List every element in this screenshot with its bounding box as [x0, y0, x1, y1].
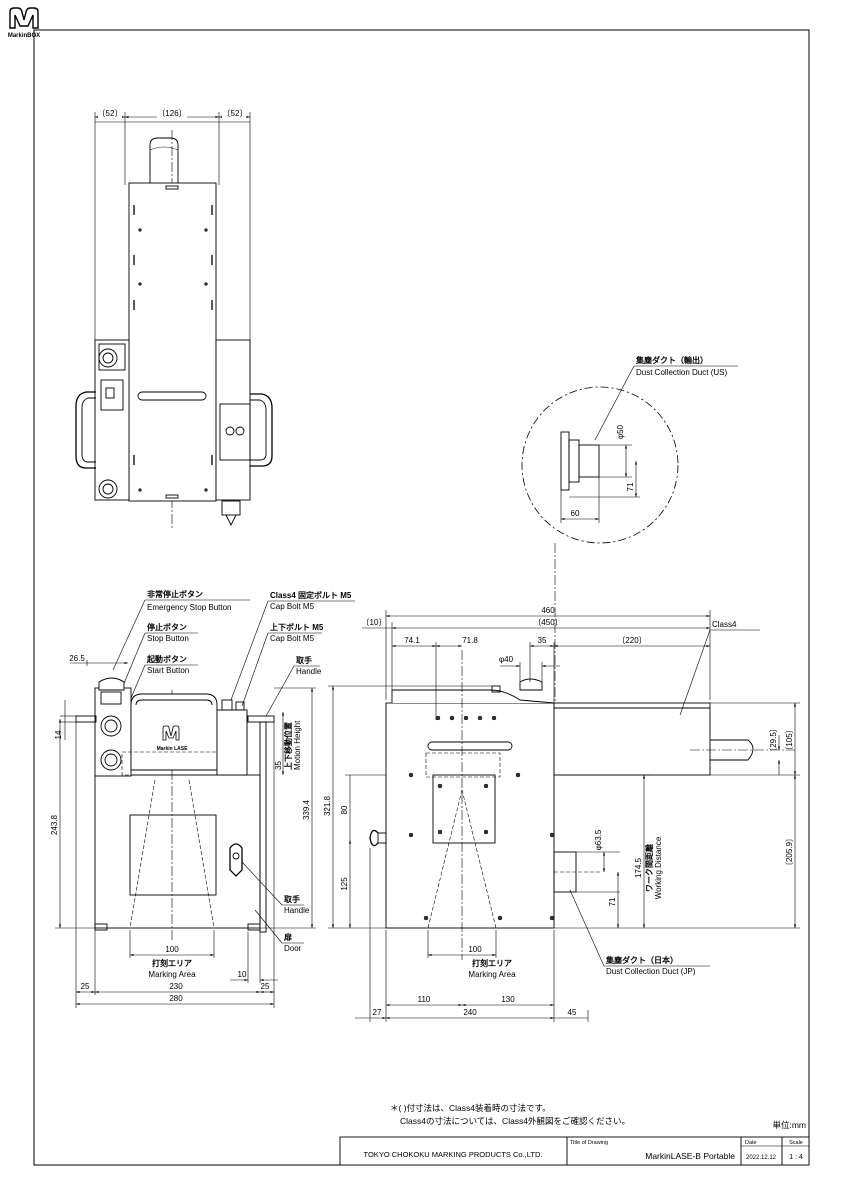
front-label-door-jp: 扉	[283, 932, 292, 942]
front-dim-230: 230	[169, 982, 183, 991]
front-base-box	[94, 774, 261, 929]
front-dim-243-8: 243.8	[50, 814, 59, 835]
front-label-emergency-en: Emergency Stop Button	[147, 603, 232, 612]
note-line-2: Class4の寸法については、Class4外観図をご確認ください。	[400, 1116, 630, 1126]
front-dim-339-4: 339.4	[302, 799, 311, 820]
note-line-1: ＊( )付寸法は、Class4装着時の寸法です。	[390, 1103, 551, 1113]
side-dim-321-8: 321.8	[323, 795, 332, 816]
front-dim-35: 35	[274, 761, 283, 770]
front-dim-25-left: 25	[81, 982, 90, 991]
top-dim-right: 〔52〕	[223, 109, 248, 118]
logo-mark-icon	[9, 7, 39, 29]
front-label-handle-en: Handle	[284, 906, 310, 915]
side-dim-10: 〔10〕	[362, 618, 387, 627]
side-dim-40: φ40	[499, 655, 514, 664]
side-dim-450: 〔450〕	[533, 618, 562, 627]
notes: ＊( )付寸法は、Class4装着時の寸法です。 Class4の寸法については、…	[390, 1103, 806, 1130]
front-label-updown-bolt-en: Cap Bolt M5	[270, 634, 315, 643]
side-dim-71-8: 71.8	[462, 636, 478, 645]
side-label-duct-jp-jp: 集塵ダクト（日本）	[605, 955, 678, 965]
front-dim-10: 10	[238, 970, 247, 979]
side-label-working-jp: ワーク間距離	[644, 844, 654, 892]
front-label-marking-jp: 打刻エリア	[152, 958, 192, 968]
front-label-marking-en: Marking Area	[148, 970, 196, 979]
front-view: 非常停止ボタン Emergency Stop Button 停止ボタン Stop…	[50, 589, 355, 1008]
unit-label: 単位:mm	[772, 1120, 806, 1130]
detail-circle: 集塵ダクト（輸出） Dust Collection Duct (US) φ50 …	[521, 355, 738, 710]
side-class4-box	[553, 702, 711, 776]
side-dim-240: 240	[463, 1008, 477, 1017]
top-dim-left: 〔52〕	[98, 109, 123, 118]
scale-value: 1 : 4	[789, 1154, 803, 1161]
side-main-body	[385, 702, 555, 929]
date-label: Date	[745, 1140, 757, 1146]
side-dim-460: 460	[541, 606, 555, 615]
side-label-class4: Class4	[712, 620, 737, 629]
side-dim-80: 80	[340, 805, 349, 814]
detail-dim-diameter: φ50	[616, 424, 625, 439]
side-label-working-en: Working Distance	[654, 836, 663, 899]
detail-label-jp: 集塵ダクト（輸出）	[635, 355, 708, 365]
logo-text: MarkinBOX	[8, 33, 40, 39]
side-dim-74-1: 74.1	[404, 636, 420, 645]
side-dim-130: 130	[501, 995, 515, 1004]
front-label-class4-bolt-en: Cap Bolt M5	[270, 602, 315, 611]
detail-dim-width: 60	[571, 509, 580, 518]
scale-label: Scale	[789, 1140, 803, 1146]
front-label-class4-bolt-jp: Class4 固定ボルト M5	[270, 590, 352, 600]
detail-label-en: Dust Collection Duct (US)	[636, 368, 727, 377]
side-dim-45: 45	[568, 1008, 577, 1017]
detail-dim-height: 71	[626, 482, 635, 491]
top-main-plate	[128, 182, 217, 502]
front-dim-26-5: 26.5	[69, 654, 85, 663]
front-label-handle-top-jp: 取手	[296, 655, 312, 665]
side-dim-110: 110	[418, 995, 431, 1004]
front-dim-25-right: 25	[261, 982, 270, 991]
side-label-duct-jp-en: Dust Collection Duct (JP)	[606, 967, 696, 976]
top-dim-center: 〔126〕	[157, 109, 186, 118]
front-label-emergency-jp: 非常停止ボタン	[147, 589, 203, 599]
title-label: Title of Drawing	[570, 1140, 608, 1146]
front-label-handle-jp: 取手	[284, 894, 300, 904]
front-brand-mark-icon	[162, 725, 180, 741]
side-dim-105: 〔105〕	[785, 725, 794, 754]
side-dim-100: 100	[468, 945, 482, 954]
side-dim-71: 71	[608, 897, 617, 906]
side-dim-63-5: φ63.5	[594, 829, 603, 850]
side-dim-35: 35	[538, 636, 547, 645]
top-view: 〔52〕 〔126〕 〔52〕	[75, 108, 273, 530]
front-label-stop-en: Stop Button	[147, 634, 189, 643]
front-label-door-en: Door	[284, 944, 302, 953]
side-dim-220: 〔220〕	[617, 636, 646, 645]
logo: MarkinBOX	[8, 7, 40, 39]
side-dim-27: 27	[373, 1008, 382, 1017]
front-label-stop-jp: 停止ボタン	[147, 622, 187, 632]
front-label-motion-jp: 上下移動位置	[283, 722, 293, 770]
side-dim-125: 125	[340, 877, 349, 891]
front-dim-14: 14	[54, 730, 63, 739]
front-label-motion-en: Motion Height	[293, 720, 302, 770]
front-dim-280: 280	[169, 994, 183, 1003]
front-label-start-en: Start Button	[147, 666, 189, 675]
side-label-marking-en: Marking Area	[468, 970, 516, 979]
front-brand-text: Markin LASE	[157, 746, 189, 752]
side-dim-174-5: 174.5	[634, 857, 643, 878]
date-value: 2022.12.12	[746, 1155, 777, 1161]
side-view: Class4 460 〔10〕 〔450〕 74.1 71.8 35 〔220〕…	[323, 606, 800, 1022]
title-company: TOKYO CHOKOKU MARKING PRODUCTS Co.,LTD.	[364, 1150, 543, 1159]
title-value: MarkinLASE-B Portable	[645, 1151, 735, 1161]
front-label-start-jp: 起動ボタン	[146, 654, 187, 664]
side-label-marking-jp: 打刻エリア	[472, 958, 512, 968]
front-dim-100: 100	[165, 945, 179, 954]
front-label-updown-bolt-jp: 上下ボルト M5	[270, 622, 324, 632]
front-label-handle-top-en: Handle	[296, 667, 322, 676]
side-dim-205-9: 〔205.9〕	[785, 834, 794, 870]
title-block: TOKYO CHOKOKU MARKING PRODUCTS Co.,LTD. …	[339, 1136, 810, 1166]
side-dim-29-5: 〔29.5〕	[769, 724, 778, 756]
